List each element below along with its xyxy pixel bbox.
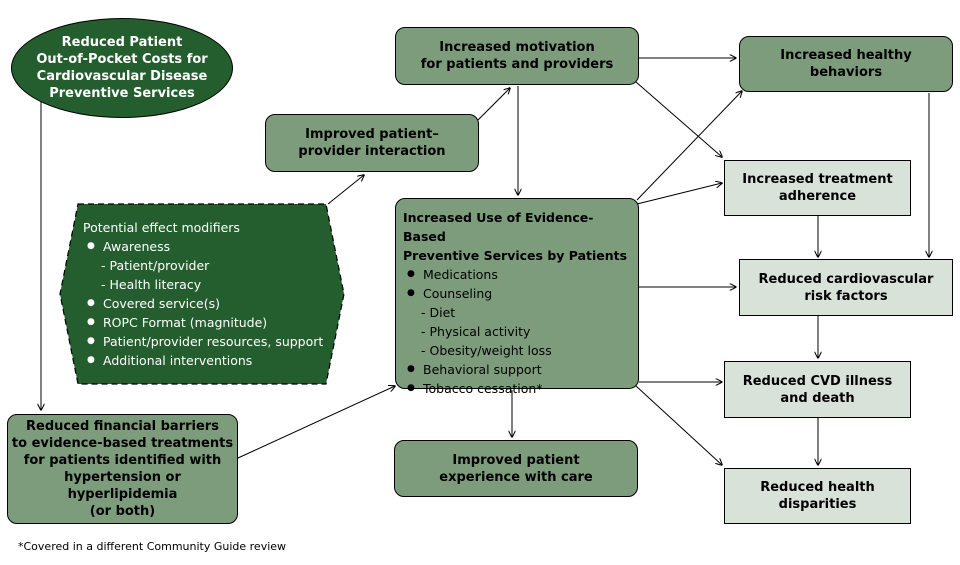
modifier-item: Covered service(s) xyxy=(83,294,343,313)
modifier-subitem: - Patient/provider xyxy=(101,258,210,273)
service-subitem: - Obesity/weight loss xyxy=(421,343,552,358)
arrow-modifiers-to-interaction xyxy=(327,175,364,205)
service-item: Tobacco cessation* xyxy=(403,379,633,398)
arrow-center-to-disparities xyxy=(635,385,722,465)
modifier-subitem: - Health literacy xyxy=(101,277,202,292)
arrow-center-to-adherence xyxy=(636,183,722,205)
effect-modifiers-content: Potential effect modifiers Awareness - P… xyxy=(83,218,343,370)
service-item: Behavioral support xyxy=(403,360,633,379)
improved-experience-node: Improved patient experience with care xyxy=(394,440,638,497)
effect-modifiers-title: Potential effect modifiers xyxy=(83,220,240,235)
reduced-costs-node: Reduced Patient Out-of-Pocket Costs for … xyxy=(11,18,233,118)
service-subitem: - Physical activity xyxy=(421,324,531,339)
service-subitem: - Diet xyxy=(421,305,456,320)
arrow-center-to-behaviors xyxy=(636,91,742,201)
increased-motivation-label: Increased motivation for patients and pr… xyxy=(420,40,614,72)
modifier-item: Awareness xyxy=(83,237,343,256)
reduced-costs-label: Reduced Patient Out-of-Pocket Costs for … xyxy=(36,35,208,101)
reduced-disparities-node: Reduced health disparities xyxy=(724,468,911,524)
increased-use-content: Increased Use of Evidence-Based Preventi… xyxy=(403,208,633,398)
modifier-item: ROPC Format (magnitude) xyxy=(83,313,343,332)
increased-healthy-behaviors-label: Increased healthy behaviors xyxy=(780,48,912,80)
reduced-risk-factors-node: Reduced cardiovascular risk factors xyxy=(739,259,953,316)
improved-experience-label: Improved patient experience with care xyxy=(439,452,593,485)
reduced-barriers-label: Reduced financial barriers to evidence-b… xyxy=(11,419,234,519)
service-item: Medications xyxy=(403,265,633,284)
improved-interaction-node: Improved patient– provider interaction xyxy=(265,114,479,172)
arrow-barriers-to-center xyxy=(237,386,395,459)
increased-adherence-node: Increased treatment adherence xyxy=(724,160,911,216)
reduced-disparities-label: Reduced health disparities xyxy=(760,480,875,512)
reduced-cvd-node: Reduced CVD illness and death xyxy=(724,361,911,418)
arrow-interaction-to-motivation xyxy=(477,88,510,121)
improved-interaction-label: Improved patient– provider interaction xyxy=(298,127,446,159)
service-item: Counseling xyxy=(403,284,633,303)
modifier-item: Patient/provider resources, support xyxy=(83,332,343,351)
reduced-cvd-label: Reduced CVD illness and death xyxy=(742,373,893,406)
increased-use-title-1: Increased Use of Evidence-Based xyxy=(403,210,594,244)
reduced-barriers-node: Reduced financial barriers to evidence-b… xyxy=(7,414,238,524)
modifier-item: Additional interventions xyxy=(83,351,343,370)
footnote: *Covered in a different Community Guide … xyxy=(18,540,287,553)
increased-healthy-behaviors-node: Increased healthy behaviors xyxy=(739,36,953,92)
increased-adherence-label: Increased treatment adherence xyxy=(742,172,893,204)
reduced-risk-factors-label: Reduced cardiovascular risk factors xyxy=(758,271,934,304)
arrow-motivation-to-adherence xyxy=(635,81,722,157)
increased-use-title-2: Preventive Services by Patients xyxy=(403,248,628,263)
increased-motivation-node: Increased motivation for patients and pr… xyxy=(395,27,639,85)
